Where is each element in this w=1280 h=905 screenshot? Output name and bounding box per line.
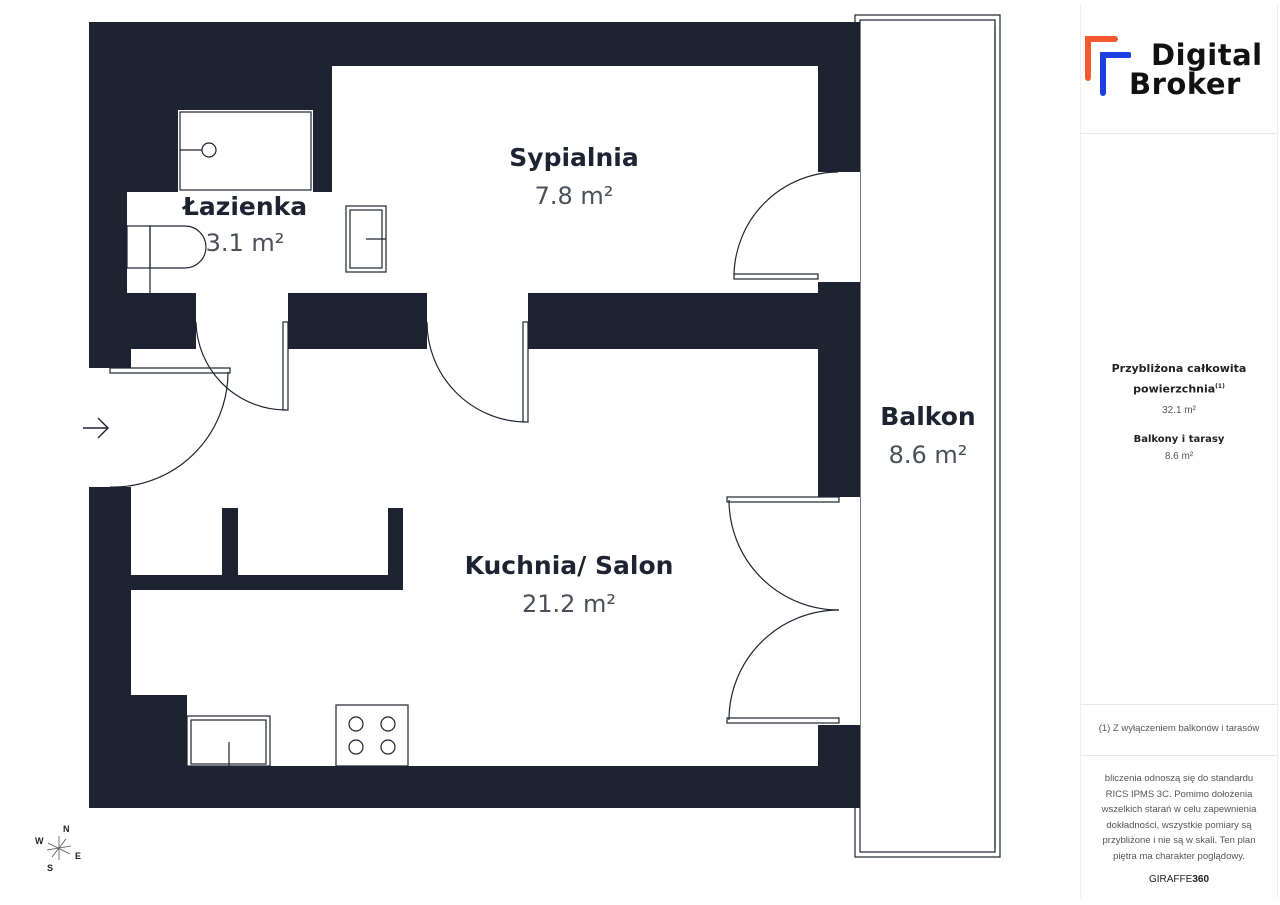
logo: Digital Broker <box>1081 5 1277 134</box>
room-area-bedroom: 7.8 m² <box>535 182 614 210</box>
room-area-balcony: 8.6 m² <box>889 441 968 469</box>
logo-mark-icon <box>1085 36 1131 96</box>
compass-icon <box>46 836 72 860</box>
info-panel: Digital Broker Przybliżona całkowita pow… <box>1080 5 1278 898</box>
room-name-bathroom: Łazienka <box>181 192 307 221</box>
brand-bold: 360 <box>1192 874 1210 885</box>
shower <box>179 111 312 191</box>
logo-line1: Digital <box>1151 38 1263 72</box>
logo-line2: Broker <box>1129 67 1241 101</box>
total-area-sup: (1) <box>1215 383 1225 390</box>
disclaimer: bliczenia odnoszą się do standardu RICS … <box>1101 773 1257 862</box>
room-floors <box>89 66 860 766</box>
brand-footer: GIRAFFE360 <box>1081 874 1277 885</box>
floor-plan: Sypialnia 7.8 m² Łazienka 3.1 m² Balkon … <box>35 14 1001 873</box>
compass-w: W <box>35 836 44 846</box>
entrance-arrow-icon <box>83 417 109 439</box>
room-name-living: Kuchnia/ Salon <box>465 551 674 580</box>
total-area-label: Przybliżona całkowita powierzchnia <box>1111 362 1247 396</box>
room-name-bedroom: Sypialnia <box>509 143 638 172</box>
brand-light: GIRAFFE <box>1148 874 1193 885</box>
balcony-outline <box>854 14 1001 858</box>
compass-n: N <box>63 824 70 834</box>
balcony-area-label: Balkony i tarasy <box>1133 433 1225 445</box>
room-name-balcony: Balkon <box>880 402 975 431</box>
fixtures <box>126 111 409 767</box>
footnote: (1) Z wyłączeniem balkonów i tarasów <box>1081 705 1277 756</box>
room-area-living: 21.2 m² <box>522 590 616 618</box>
compass-s: S <box>47 863 53 873</box>
compass-e: E <box>75 851 81 861</box>
total-area-value: 32.1 m² <box>1162 404 1196 416</box>
doors <box>109 171 840 724</box>
stove <box>335 704 409 767</box>
built-ins <box>131 508 403 766</box>
area-summary: Przybliżona całkowita powierzchnia(1) 32… <box>1081 134 1277 705</box>
balcony-area-value: 8.6 m² <box>1164 450 1194 462</box>
toilet <box>149 225 207 269</box>
room-area-bathroom: 3.1 m² <box>206 229 285 257</box>
